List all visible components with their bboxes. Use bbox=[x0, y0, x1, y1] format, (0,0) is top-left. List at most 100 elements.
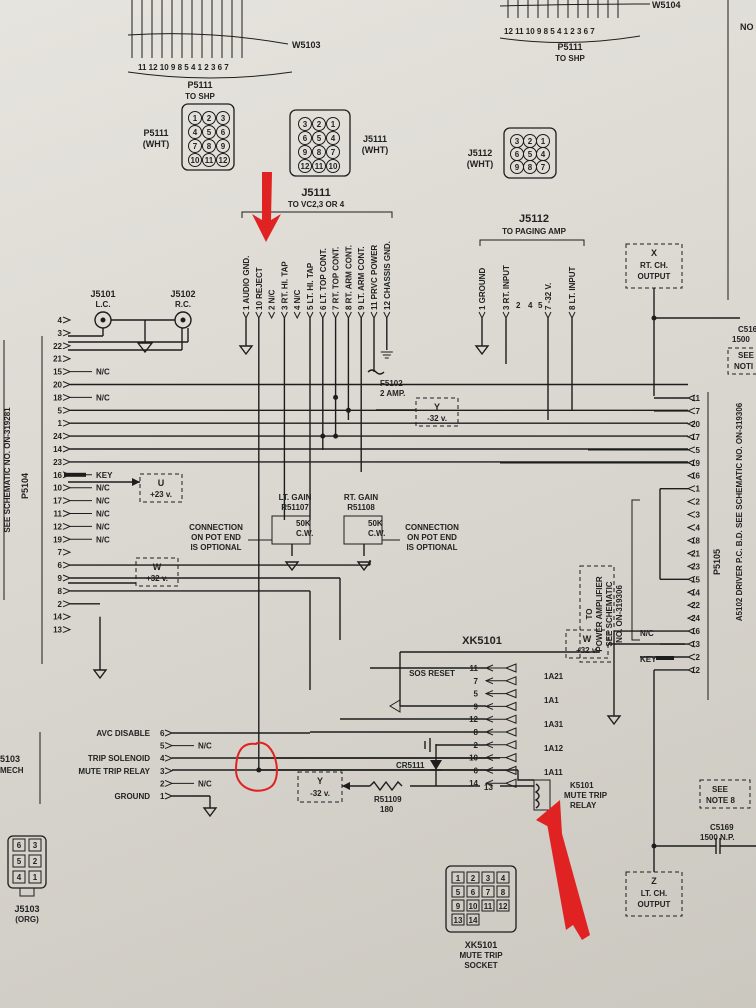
j5111-face-pin-number: 2 bbox=[317, 120, 322, 129]
p5105-pin-number: 4 bbox=[696, 524, 701, 533]
p5105-pin-number: 18 bbox=[691, 536, 700, 545]
pin-chevron bbox=[62, 368, 72, 376]
pin-chevron bbox=[62, 497, 72, 505]
ground-symbol bbox=[92, 669, 108, 680]
note-left-1: CONNECTION bbox=[189, 523, 243, 532]
j5112-label: J5112 bbox=[519, 213, 549, 225]
p5111-face-pin: 3 bbox=[216, 111, 230, 125]
j5112-connector-face: J5112 (WHT) bbox=[467, 127, 557, 179]
ground-symbol bbox=[606, 715, 622, 726]
socket-label: XK5101 bbox=[465, 940, 498, 950]
xk5101-pin-number: 5 bbox=[474, 690, 479, 699]
p5104-pin-note: N/C bbox=[96, 368, 110, 377]
j5111-face-pin-number: 6 bbox=[303, 134, 308, 143]
j5111-face-pin-circle bbox=[326, 159, 340, 173]
p5104-connector: P5104 SEE SCHEMATIC NO. ON-319281 bbox=[3, 336, 43, 664]
j5112-connector: J5112 TO PAGING AMP bbox=[479, 213, 585, 246]
p5111-face-pin-number: 11 bbox=[205, 156, 214, 165]
pin-chevron bbox=[62, 574, 72, 582]
pin-chevron bbox=[62, 458, 72, 466]
p5111-face-pin-number: 12 bbox=[219, 156, 228, 165]
z-letter: Z bbox=[651, 876, 657, 886]
pin-chevron bbox=[62, 587, 72, 595]
socket-pin-box bbox=[466, 899, 480, 912]
j5111-face-pin: 2 bbox=[312, 117, 326, 131]
p5104-pin-number: 21 bbox=[53, 355, 62, 364]
pin-chevron bbox=[255, 311, 263, 320]
p5111-face-pin: 8 bbox=[202, 139, 216, 153]
j5111-pin-label: 8 RT. ARM CONT. bbox=[344, 245, 353, 310]
j5111-label: J5111 bbox=[301, 187, 330, 199]
socket-pin-number: 10 bbox=[469, 902, 478, 911]
p5104-pin-number: 10 bbox=[53, 484, 62, 493]
j5111-pin-label: 7 RT. TOP CONT. bbox=[332, 247, 341, 310]
p5104-pin-number: 22 bbox=[53, 342, 62, 351]
p5105-pin-number: 20 bbox=[691, 420, 700, 429]
pin-chevron bbox=[344, 311, 352, 320]
p5103-pin-label: MUTE TRIP RELAY bbox=[78, 767, 150, 776]
p5104-see-schematic: SEE SCHEMATIC NO. ON-319281 bbox=[3, 407, 12, 533]
c516-label: C516 bbox=[738, 325, 756, 334]
y-bottom-value: -32 v. bbox=[310, 789, 330, 798]
pin-chevron bbox=[62, 432, 72, 440]
p5104-pin-number: 11 bbox=[54, 510, 63, 519]
p5104-label: P5104 bbox=[20, 473, 30, 499]
p5111-face-pin-circle bbox=[216, 153, 230, 167]
j5111-face-pin: 3 bbox=[298, 117, 312, 131]
w5104-label: W5104 bbox=[652, 0, 681, 10]
pin-chevron bbox=[62, 329, 72, 337]
p5103-nc: N/C bbox=[198, 742, 212, 751]
pin-chevron bbox=[62, 393, 72, 401]
j5111-face-pin-number: 12 bbox=[301, 162, 310, 171]
pin-chevron bbox=[568, 311, 576, 320]
p5111-face-pin-number: 9 bbox=[221, 142, 226, 151]
j5111-face-pin-circle bbox=[326, 131, 340, 145]
chassis-ground bbox=[380, 351, 393, 359]
xk5101-contact bbox=[504, 714, 517, 724]
see-note-1: SEE bbox=[712, 785, 729, 794]
p5105-pin-number: 15 bbox=[691, 575, 700, 584]
j5103-pin-box bbox=[28, 838, 42, 852]
p5104-pin-number: 4 bbox=[58, 316, 63, 325]
p5111-face-pin-circle bbox=[188, 139, 202, 153]
j5112-pin-label: 1 GROUND bbox=[478, 268, 487, 310]
xk5101-contact bbox=[504, 663, 517, 673]
p5105-key: KEY bbox=[640, 655, 657, 664]
k5101-label: K5101 bbox=[570, 781, 594, 790]
j5111-face-pin-circle bbox=[298, 117, 312, 131]
j5111-face-pin-circle bbox=[326, 145, 340, 159]
p5111-face-pin: 6 bbox=[216, 125, 230, 139]
p5105-pin-number: 5 bbox=[696, 446, 701, 455]
xk5101-pin-number: 9 bbox=[474, 702, 479, 711]
pin-chevron bbox=[686, 549, 696, 557]
junction-dot bbox=[320, 433, 326, 439]
p5111-connector-face: P5111 (WHT) bbox=[143, 103, 235, 171]
p5111-face-pin-number: 6 bbox=[221, 128, 226, 137]
c5169-capacitor: SEE NOTE 8 C5169 1500 N.P. bbox=[651, 779, 756, 854]
p5105-pin-number: 7 bbox=[696, 407, 701, 416]
j5103-label: J5103 bbox=[14, 904, 39, 914]
socket-pin-number: 8 bbox=[501, 888, 506, 897]
xk5101-contact-label: 1A11 bbox=[544, 768, 563, 777]
j5111-face-pin-number: 7 bbox=[331, 148, 336, 157]
note-right-3: IS OPTIONAL bbox=[406, 543, 457, 552]
xk5101-contact bbox=[504, 752, 517, 763]
j5111-destination: TO VC2,3 OR 4 bbox=[288, 200, 345, 209]
pin-chevron bbox=[478, 311, 486, 320]
p5105-see: A5102 DRIVER P.C. B.D. SEE SCHEMATIC NO.… bbox=[735, 402, 744, 621]
j5103-pin-number: 2 bbox=[33, 857, 38, 866]
u-box: U +23 v. bbox=[68, 473, 183, 503]
x-letter: X bbox=[651, 248, 657, 258]
pin-chevron bbox=[686, 511, 696, 519]
p5103-pin-label: AVC DISABLE bbox=[96, 729, 150, 738]
p5105-pin-number: 16 bbox=[691, 472, 700, 481]
w5103-bundle: W5103 11 12 10 9 8 5 4 1 2 3 6 7 P5111 T… bbox=[127, 0, 321, 101]
p5105-pin-number: 21 bbox=[691, 549, 700, 558]
p5111-face-pin-number: 5 bbox=[207, 128, 212, 137]
xk5101-contact bbox=[504, 740, 517, 750]
p5104-pin-number: 17 bbox=[53, 497, 62, 506]
gain-controls: LT. GAIN R51107 50K C.W. RT. GAIN R51108… bbox=[189, 493, 459, 572]
p5111-right-pin-numbers: 12 11 10 9 8 5 4 1 2 3 6 7 bbox=[504, 27, 595, 36]
p5111-to-shp: TO SHP bbox=[185, 92, 215, 101]
